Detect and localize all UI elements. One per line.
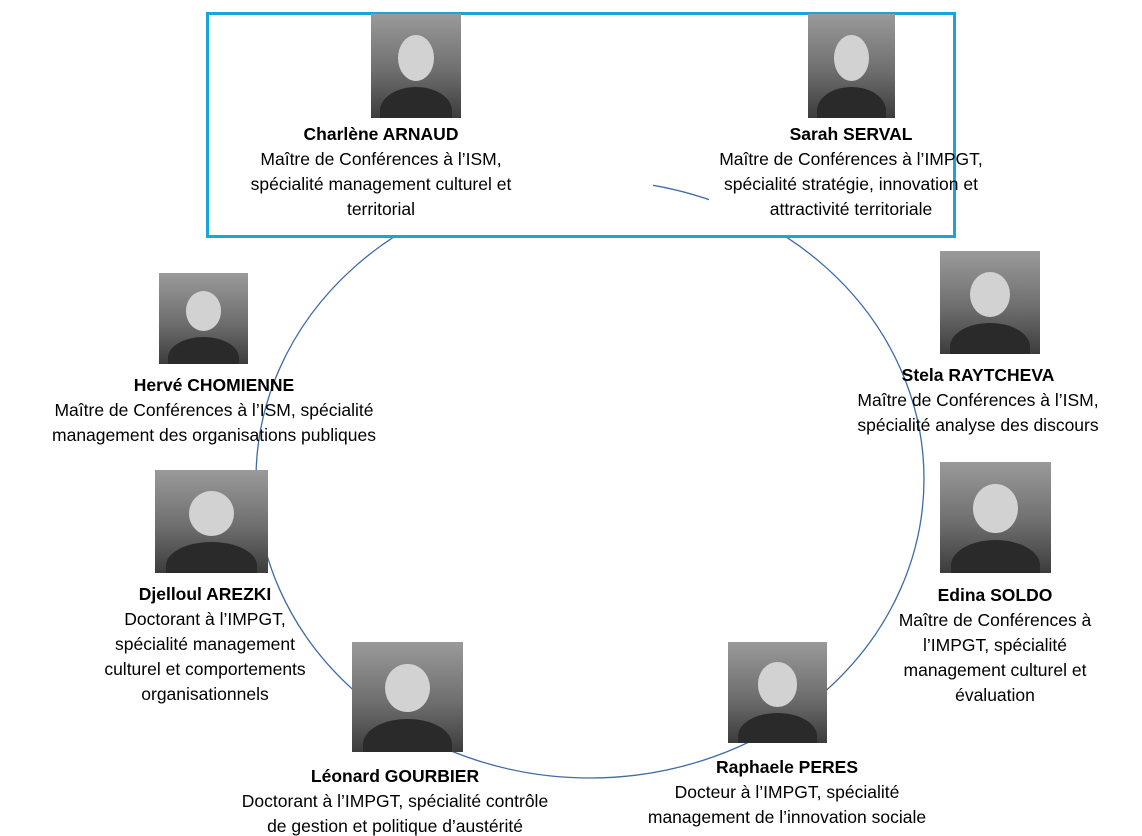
portrait-body-shape: [380, 86, 452, 118]
portrait-photo: [940, 462, 1051, 573]
member-name: Djelloul AREZKI: [138, 584, 272, 604]
portrait-body-shape: [816, 86, 887, 118]
member-caption-raphaele-peres: Raphaele PERES Docteur à l’IMPGT, spécial…: [557, 755, 1017, 830]
member-role-line: Maître de Conférences à l’IMPGT,: [719, 149, 983, 169]
highlight-frame: [206, 12, 956, 238]
member-role-line: management de l’innovation sociale: [647, 807, 927, 827]
portrait-body-shape: [166, 542, 257, 573]
member-role-line: organisationnels: [141, 684, 269, 704]
portrait-head-shape: [385, 664, 430, 713]
member-role-line: management culturel et: [903, 660, 1087, 680]
member-name: Sarah SERVAL: [789, 124, 913, 144]
member-caption-stela-raytcheva: Stela RAYTCHEVA Maître de Conférences à l…: [748, 363, 1142, 438]
member-role-line: territorial: [346, 199, 416, 219]
member-role-line: attractivité territoriale: [769, 199, 933, 219]
portrait-head-shape: [834, 34, 869, 81]
portrait-head-shape: [185, 291, 222, 332]
portrait-photo: [728, 642, 827, 743]
member-caption-djelloul-arezki: Djelloul AREZKI Doctorant à l’IMPGT, spéci…: [0, 582, 435, 707]
portrait-photo: [352, 642, 463, 752]
portrait-body-shape: [951, 539, 1040, 573]
portrait-photo: [940, 251, 1040, 354]
member-name: Hervé CHOMIENNE: [133, 375, 295, 395]
member-role-line: Maître de Conférences à l’ISM, spécialit…: [54, 400, 374, 420]
member-role-line: Maître de Conférences à: [898, 610, 1092, 630]
member-role-line: Maître de Conférences à l’ISM,: [260, 149, 502, 169]
member-role-line: spécialité management culturel et: [250, 174, 512, 194]
portrait-photo: [155, 470, 268, 573]
portrait-body-shape: [737, 712, 818, 743]
member-caption-charlene-arnaud: Charlène ARNAUD Maître de Conférences à l…: [151, 122, 611, 222]
member-role-line: l’IMPGT, spécialité: [923, 635, 1067, 655]
member-role-line: culturel et comportements: [104, 659, 306, 679]
member-name: Edina SOLDO: [937, 585, 1053, 605]
portrait-body-shape: [950, 323, 1030, 354]
portrait-head-shape: [188, 490, 235, 536]
portrait-head-shape: [757, 662, 798, 707]
member-caption-sarah-serval: Sarah SERVAL Maître de Conférences à l’IM…: [621, 122, 1081, 222]
member-role-line: Doctorant à l’IMPGT, spécialité contrôle: [241, 791, 549, 811]
member-name: Raphaele PERES: [716, 757, 858, 777]
member-caption-leonard-gourbier: Léonard GOURBIER Doctorant à l’IMPGT, spé…: [165, 764, 625, 836]
portrait-photo: [808, 14, 895, 118]
portrait-head-shape: [973, 484, 1018, 534]
member-caption-herve-chomienne: Hervé CHOMIENNE Maître de Conférences à l…: [0, 373, 444, 448]
member-role-line: Maître de Conférences à l’ISM,: [857, 390, 1099, 410]
member-role-line: de gestion et politique d’austérité: [267, 816, 523, 836]
member-role-line: Docteur à l’IMPGT, spécialité: [674, 782, 900, 802]
portrait-head-shape: [970, 271, 1010, 317]
member-role-line: spécialité analyse des discours: [857, 415, 1099, 435]
member-name: Charlène ARNAUD: [303, 124, 459, 144]
member-role-line: évaluation: [955, 685, 1035, 705]
portrait-body-shape: [167, 336, 240, 364]
portrait-photo: [371, 14, 461, 118]
portrait-body-shape: [363, 719, 452, 752]
member-role-line: spécialité management: [115, 634, 295, 654]
member-role-line: Doctorant à l’IMPGT,: [124, 609, 286, 629]
portrait-photo: [159, 273, 248, 364]
portrait-head-shape: [398, 34, 434, 81]
member-role-line: spécialité stratégie, innovation et: [724, 174, 978, 194]
member-name: Léonard GOURBIER: [310, 766, 480, 786]
member-role-line: management des organisations publiques: [52, 425, 376, 445]
member-name: Stela RAYTCHEVA: [901, 365, 1055, 385]
member-caption-edina-soldo: Edina SOLDO Maître de Conférences à l’IMPG…: [765, 583, 1142, 708]
